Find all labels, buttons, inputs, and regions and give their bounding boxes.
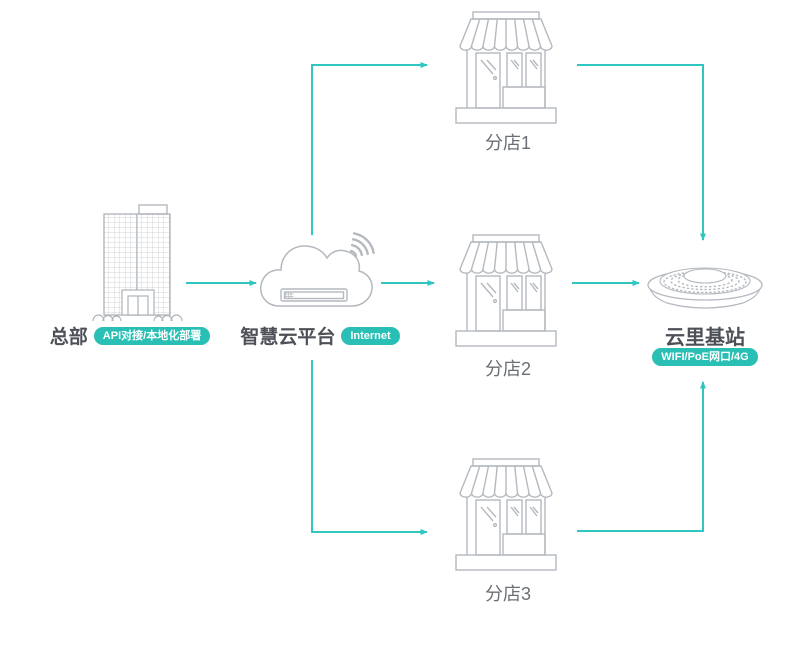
server-bar [280, 288, 348, 302]
headquarters-badge: API对接/本地化部署 [93, 326, 211, 345]
arrow-branch3-to-base-station [577, 381, 706, 532]
branch3-store-icon [455, 458, 557, 571]
base-station-ap-icon [647, 267, 763, 309]
arrow-cloud-to-branch3 [311, 360, 428, 535]
arrow-cloud-to-branch1 [311, 62, 428, 235]
base-station-badge: WIFI/PoE网口/4G [652, 348, 758, 366]
branch2-label: 分店2 [484, 359, 531, 379]
cloud-label: 智慧云平台 [240, 327, 336, 348]
base-station-label: 云里基站 [665, 327, 745, 349]
branch1-label: 分店1 [484, 133, 531, 153]
cloud-badge: Internet [341, 326, 400, 345]
headquarters-building-icon [92, 204, 183, 322]
wifi-signal-icon [349, 232, 375, 258]
headquarters-label-row: 总部 API对接/本地化部署 [48, 322, 212, 349]
branch3-label: 分店3 [484, 584, 531, 604]
base-station-badge-row: WIFI/PoE网口/4G [638, 348, 772, 366]
headquarters-label: 总部 [49, 327, 88, 348]
arrow-branch1-to-base-station [577, 64, 706, 241]
branch2-store-icon [455, 234, 557, 347]
branch1-store-icon [455, 11, 557, 124]
cloud-platform-icon [259, 232, 375, 307]
cloud-label-row: 智慧云平台 Internet [228, 322, 412, 349]
